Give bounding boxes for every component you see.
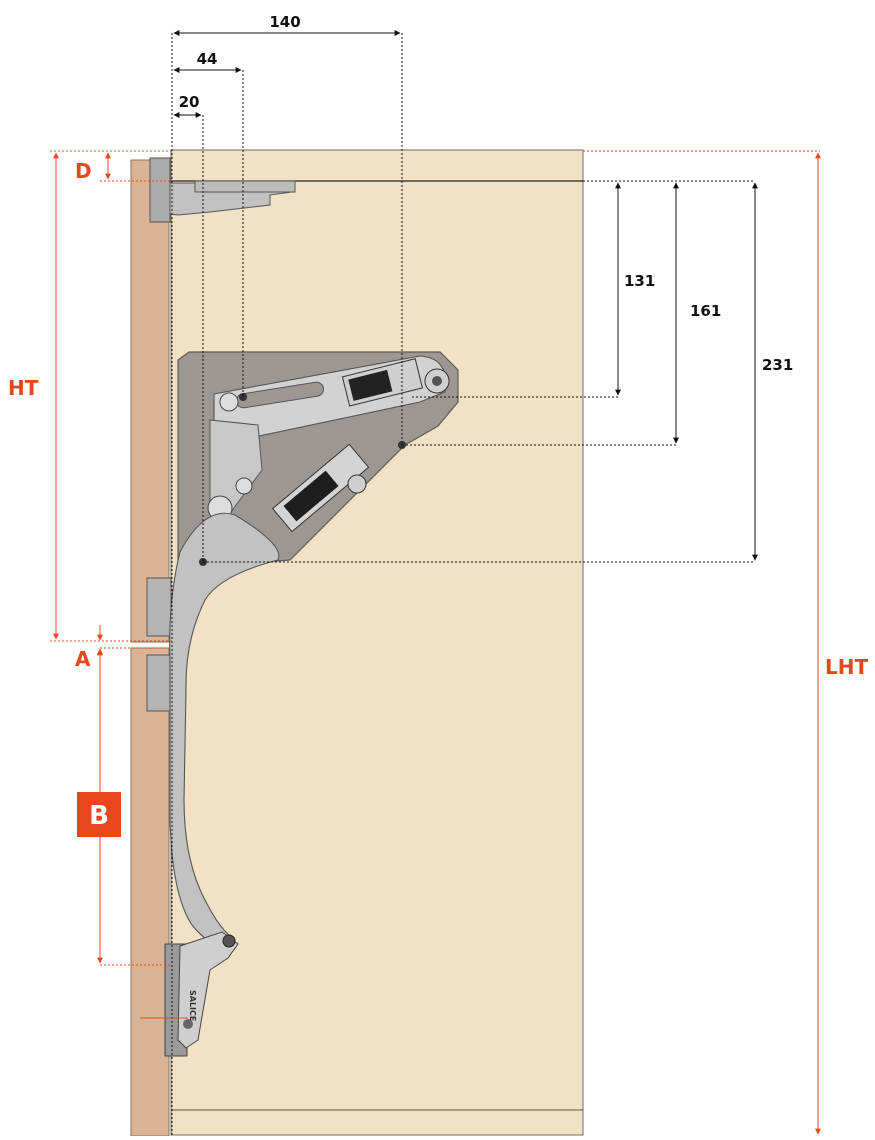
top-hinge-plate: [149, 157, 171, 223]
dim-20-label: 20: [179, 93, 200, 111]
label-b-badge: [77, 792, 121, 837]
bottom-pivot: [222, 934, 236, 948]
dim-140-label: 140: [269, 13, 300, 31]
upper-door: [130, 159, 170, 643]
lower-damper-end: [347, 474, 367, 494]
link-arm: [209, 419, 263, 521]
upper-door-bracket: [146, 577, 172, 637]
dim-231-label: 231: [762, 356, 793, 374]
bottom-screw: [183, 1019, 193, 1029]
label-b: B: [89, 801, 109, 831]
link-pivot: [235, 477, 253, 495]
lower-damper-body: [283, 470, 339, 522]
small-pivot: [219, 392, 239, 412]
label-lht: LHT: [825, 655, 868, 679]
lower-door-bracket: [146, 654, 172, 712]
dim-161-label: 161: [690, 302, 721, 320]
label-a: A: [75, 647, 91, 671]
upper-pivot-center: [432, 376, 442, 386]
cabinet-side-panel: [170, 149, 584, 1136]
top-hinge-block: [194, 180, 296, 193]
dim-131-label: 131: [624, 272, 655, 290]
brand-mark: SALICE: [188, 990, 197, 1021]
dim-44-label: 44: [197, 50, 218, 68]
label-ht: HT: [8, 376, 39, 400]
ref-point-44: [239, 393, 247, 401]
upper-damper-body: [348, 369, 393, 401]
label-d: D: [75, 159, 92, 183]
lower-door: [130, 647, 170, 1137]
